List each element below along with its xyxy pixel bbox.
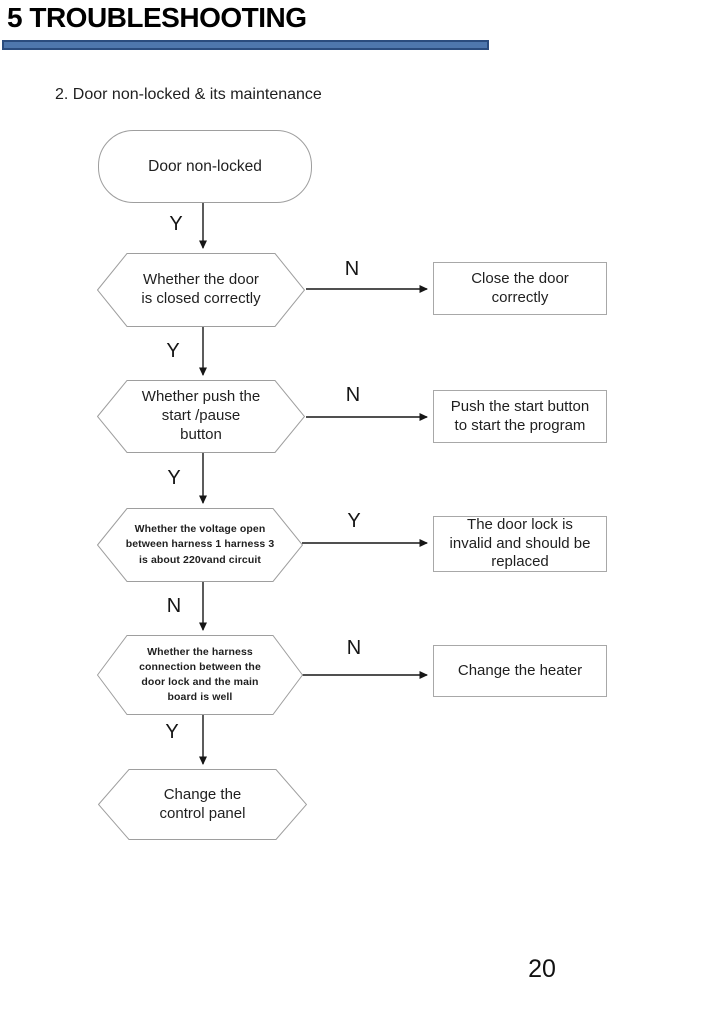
page-number: 20 <box>528 955 556 983</box>
branch-label-n: N <box>346 637 362 659</box>
hexagon-shape <box>97 508 303 582</box>
decision-harness-label: Whether the harness connection between t… <box>139 645 261 704</box>
branch-label-y: Y <box>169 213 183 235</box>
decision-start-button-label: Whether push the start /pause button <box>141 388 261 443</box>
action-box-close-door: Close the door correctly <box>433 262 607 315</box>
branch-label-n: N <box>345 384 361 406</box>
branch-label-n: N <box>344 258 360 280</box>
decision-voltage-label: Whether the voltage open between harness… <box>125 523 275 566</box>
action-box-replace-door-lock: The door lock is invalid and should be r… <box>433 516 607 572</box>
decision-door-closed-label: Whether the door is closed correctly <box>141 271 261 307</box>
branch-label-n: N <box>166 595 182 617</box>
branch-label-y: Y <box>167 467 181 489</box>
hexagon-shape <box>97 380 305 453</box>
branch-label-y: Y <box>166 340 180 362</box>
start-terminal: Door non-locked <box>98 130 312 203</box>
decision-start-button: Whether push the start /pause button <box>97 380 305 453</box>
action-box-change-heater: Change the heater <box>433 645 607 697</box>
page-title: 5 TROUBLESHOOTING <box>7 2 307 33</box>
decision-door-closed: Whether the door is closed correctly <box>97 253 305 327</box>
title-underline-bar <box>2 40 489 50</box>
end-action-control-panel: Change the control panel <box>98 769 307 840</box>
hexagon-shape <box>97 635 303 715</box>
hexagon-shape <box>98 769 307 840</box>
branch-label-y: Y <box>165 721 179 743</box>
start-terminal-label: Door non-locked <box>148 157 262 175</box>
hexagon-shape <box>97 253 305 327</box>
decision-harness: Whether the harness connection between t… <box>97 635 303 715</box>
branch-label-y: Y <box>347 510 361 532</box>
section-subtitle: 2. Door non-locked & its maintenance <box>55 86 322 103</box>
decision-voltage: Whether the voltage open between harness… <box>97 508 303 582</box>
action-box-push-start: Push the start button to start the progr… <box>433 390 607 443</box>
end-action-label: Change the control panel <box>159 785 246 822</box>
